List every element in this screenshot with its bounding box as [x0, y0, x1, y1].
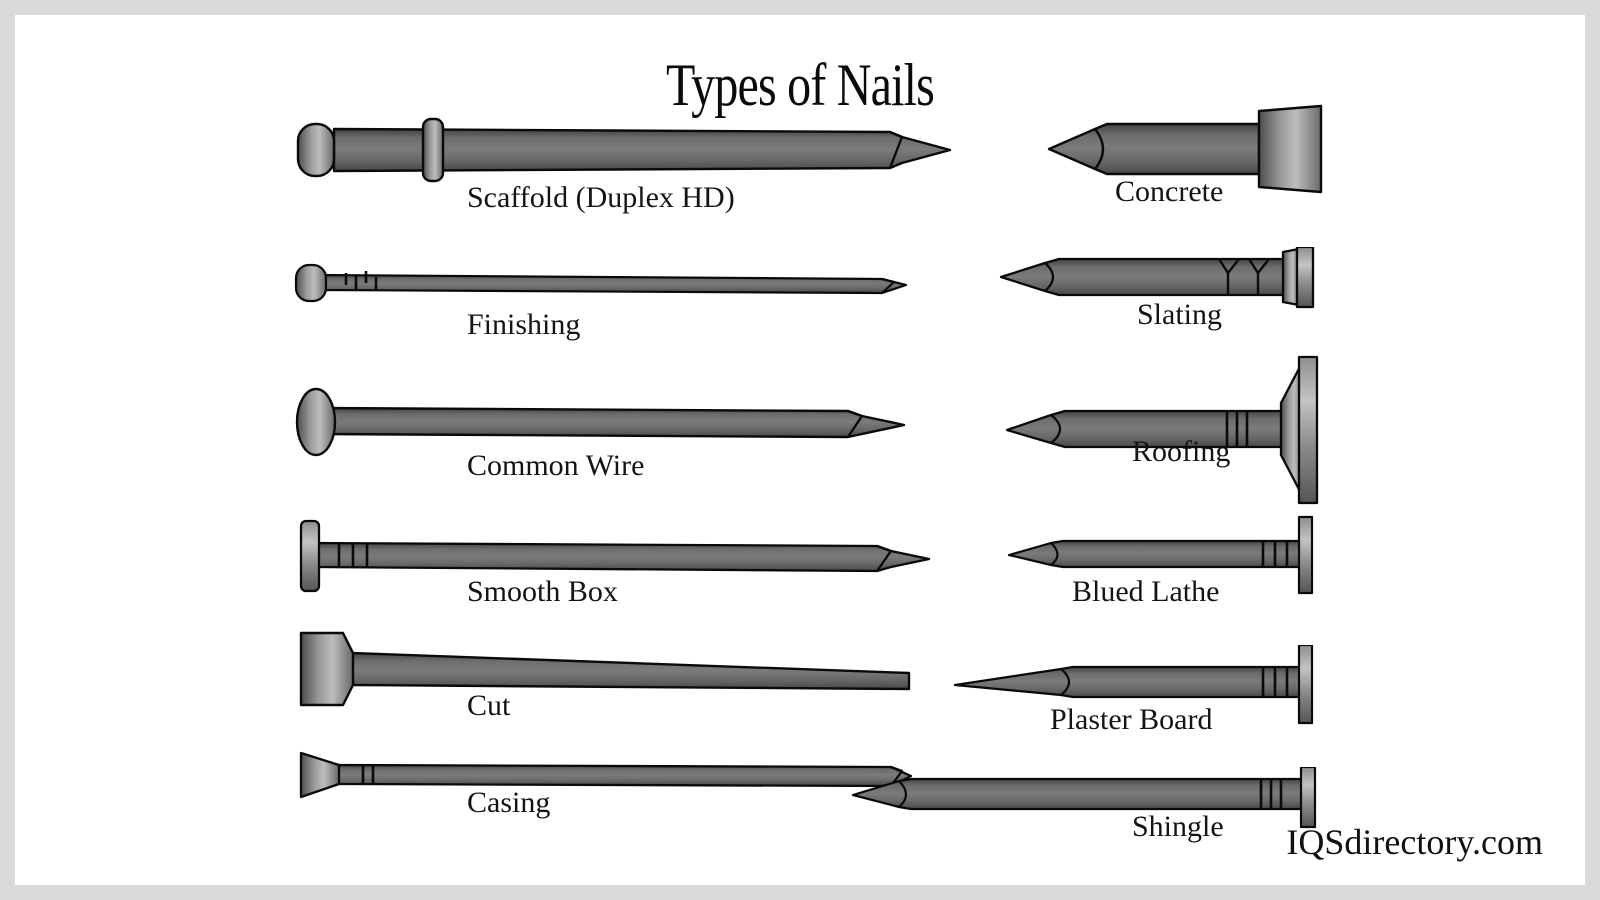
- nail-barb-marks: [1217, 258, 1270, 295]
- nail-label-plaster-board: Plaster Board: [1050, 703, 1213, 736]
- nail-cut: Cut: [295, 627, 925, 721]
- nail-point-bevel: [1060, 668, 1071, 696]
- nail-head: [296, 122, 336, 178]
- nail-shaft: [349, 651, 911, 691]
- nail-point-bevel: [847, 409, 864, 438]
- nail-head: [1257, 104, 1323, 194]
- nail-point-bevel: [888, 130, 904, 169]
- page-title: Types of Nails: [665, 52, 935, 118]
- nail-shingle: Shingle: [851, 767, 1329, 842]
- nail-label-casing: Casing: [467, 786, 551, 819]
- nail-head: [294, 263, 328, 303]
- nail-cut-illustration: [299, 631, 911, 707]
- nail-point-bevel: [876, 544, 893, 572]
- nail-head: [1295, 247, 1315, 309]
- nail-scaffold: Scaffold (Duplex HD): [290, 115, 960, 213]
- nail-casing-illustration: [299, 751, 913, 799]
- nail-ring-marks: [337, 543, 369, 568]
- nail-head: [299, 631, 355, 707]
- nail-head: [1297, 645, 1314, 725]
- nail-point-bevel: [890, 765, 904, 787]
- nail-smooth-box-illustration: [299, 519, 931, 593]
- nail-shaft: [851, 777, 1305, 811]
- nail-point-bevel: [1094, 128, 1105, 170]
- nail-point-bevel: [898, 780, 908, 808]
- nail-label-smooth-box: Smooth Box: [467, 575, 618, 608]
- nail-casing: Casing: [295, 750, 935, 818]
- nail-ring-marks: [344, 271, 378, 291]
- nail-ring-marks: [361, 765, 375, 784]
- nail-finishing: Finishing: [290, 255, 930, 340]
- nail-label-blued-lathe: Blued Lathe: [1072, 575, 1220, 608]
- nail-head: [295, 387, 337, 457]
- nail-common-wire-illustration: [295, 387, 906, 457]
- poster-canvas: Types of Nails: [15, 15, 1585, 885]
- nail-point-bevel: [1050, 542, 1059, 566]
- nail-shaft: [335, 763, 913, 788]
- nail-shaft: [999, 257, 1291, 297]
- nail-shaft: [311, 541, 931, 573]
- nail-collar: [421, 117, 445, 183]
- nail-ring-marks: [1225, 411, 1249, 447]
- nail-concrete-illustration: [1047, 104, 1323, 194]
- nail-shaft: [314, 406, 906, 439]
- nail-label-scaffold: Scaffold (Duplex HD): [467, 181, 735, 214]
- nail-head: [1297, 355, 1319, 505]
- nail-ring-marks: [1259, 779, 1283, 809]
- nail-scaffold-illustration: [296, 117, 952, 183]
- nail-concrete: Concrete: [1031, 103, 1331, 207]
- nail-ring-marks: [1261, 541, 1289, 567]
- nail-label-common-wire: Common Wire: [467, 449, 645, 482]
- nail-blued-lathe: Blued Lathe: [1005, 515, 1325, 607]
- nail-plaster-board-illustration: [953, 645, 1314, 725]
- watermark-text: IQSdirectory.com: [1286, 822, 1543, 862]
- nail-point-bevel: [881, 277, 896, 294]
- nail-smooth-box: Smooth Box: [295, 515, 935, 607]
- nail-head: [1299, 767, 1317, 829]
- nail-slating-illustration: [999, 247, 1315, 309]
- nail-blued-lathe-illustration: [1007, 515, 1314, 595]
- nail-label-finishing: Finishing: [467, 308, 581, 341]
- nail-shaft: [318, 273, 908, 295]
- nail-label-roofing: Roofing: [1132, 435, 1231, 468]
- nail-point-bevel: [1050, 414, 1062, 444]
- nail-shingle-illustration: [851, 767, 1317, 829]
- nail-slating: Slating: [997, 247, 1327, 330]
- nail-shaft: [1047, 122, 1261, 176]
- nail-head: [299, 751, 341, 799]
- nail-point-bevel: [1044, 262, 1055, 292]
- nail-ring-marks: [1261, 667, 1289, 697]
- nail-head: [1297, 515, 1314, 595]
- nail-common-wire: Common Wire: [290, 380, 920, 481]
- nail-roofing-illustration: [1005, 355, 1319, 505]
- nail-label-cut: Cut: [467, 689, 511, 722]
- nail-shaft: [953, 665, 1303, 699]
- nail-label-shingle: Shingle: [1132, 810, 1224, 843]
- nail-plaster-board: Plaster Board: [953, 645, 1325, 735]
- nail-label-concrete: Concrete: [1115, 175, 1224, 208]
- nail-head: [299, 519, 321, 593]
- nail-label-slating: Slating: [1137, 298, 1223, 331]
- nail-finishing-illustration: [294, 263, 908, 303]
- nail-roofing: Roofing: [1003, 355, 1328, 505]
